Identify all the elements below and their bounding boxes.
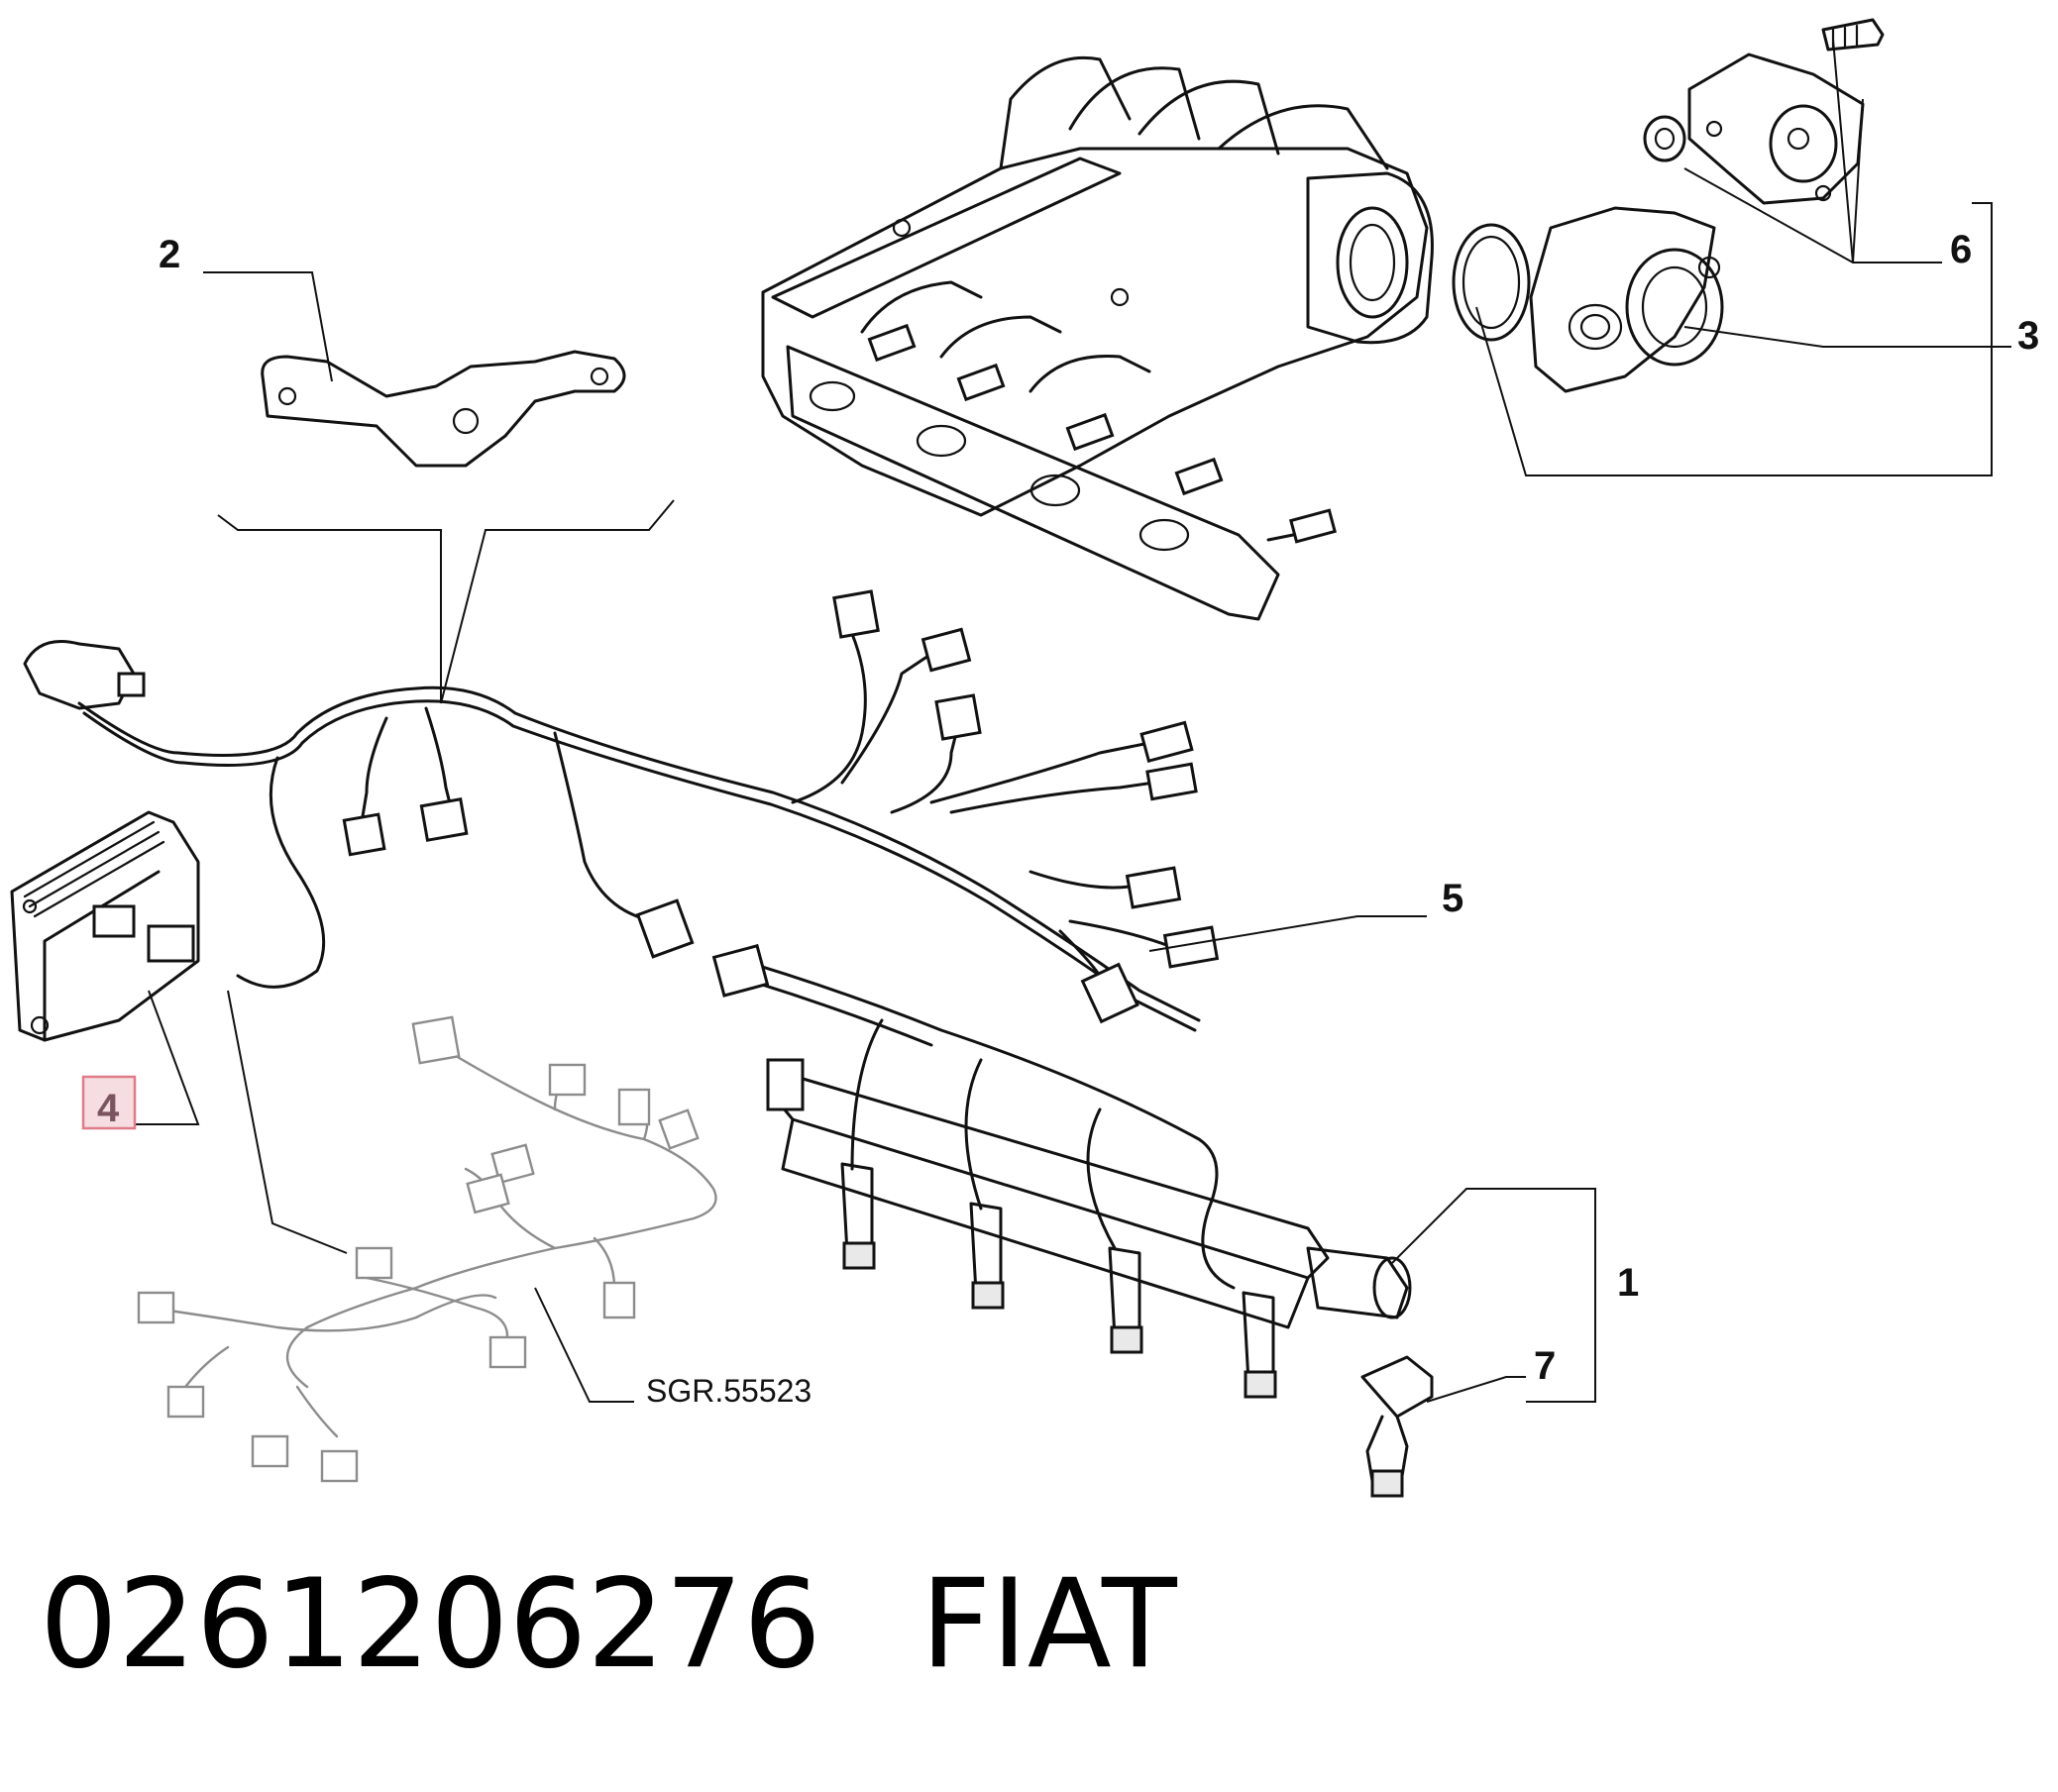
ghost-harness-drawing (137, 1015, 717, 1483)
injector (840, 1162, 876, 1270)
part-number: 0261206276 (40, 1553, 821, 1696)
injector (1108, 1246, 1143, 1354)
brand-name: FIAT (920, 1553, 1177, 1696)
callout-4-highlight (81, 1075, 137, 1130)
throttle-sensor-drawing (1643, 18, 1885, 205)
injector-single-drawing (1360, 1355, 1434, 1498)
throttle-body-drawing (1452, 206, 1724, 393)
reference-code: SGR.55523 (646, 1373, 812, 1409)
leader-lines (129, 39, 2011, 1403)
callout-7: 7 (1534, 1344, 1556, 1388)
bracket-drawing (261, 350, 626, 468)
fuel-rail-drawing (711, 943, 1412, 1399)
ecu-drawing (10, 810, 200, 1042)
callout-1: 1 (1617, 1261, 1639, 1305)
wiring-harness-drawing (23, 589, 1220, 1032)
callout-3: 3 (2017, 314, 2039, 358)
injector (1242, 1291, 1277, 1399)
callout-6: 6 (1950, 228, 1972, 271)
callout-2: 2 (159, 233, 180, 276)
callout-5: 5 (1442, 877, 1463, 920)
callout-4: 4 (97, 1087, 120, 1130)
injector (969, 1202, 1005, 1310)
intake-manifold-drawing (761, 55, 1434, 621)
